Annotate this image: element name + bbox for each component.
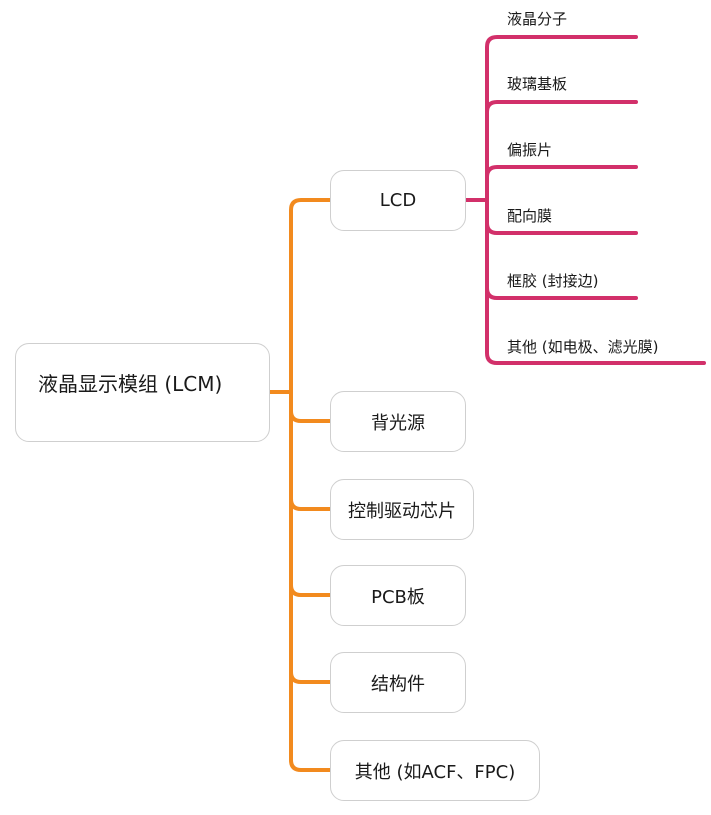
node-lcd[interactable]: LCD [330,170,466,231]
node-label: PCB板 [371,586,425,608]
node-backlight[interactable]: 背光源 [330,391,466,452]
connector-branch [289,390,332,684]
connector-leaf [485,35,638,202]
leaf-alignment-film[interactable]: 配向膜 [507,207,553,225]
node-pcb[interactable]: PCB板 [330,565,466,626]
leaf-glass-substrate[interactable]: 玻璃基板 [507,75,568,93]
node-structural-parts[interactable]: 结构件 [330,652,466,713]
node-label: 其他 (如ACF、FPC) [354,761,516,783]
node-label: LCD [379,190,417,211]
leaf-polarizer[interactable]: 偏振片 [507,141,553,159]
connector-branch [289,390,332,511]
leaf-sealant[interactable]: 框胶 (封接边) [507,272,599,290]
node-label: 背光源 [371,412,425,434]
connector-leaf [485,100,638,202]
node-label: 控制驱动芯片 [348,500,456,522]
node-driver-ic[interactable]: 控制驱动芯片 [330,479,474,540]
root-node-lcm[interactable]: 液晶显示模组 (LCM) [15,343,270,442]
connector-branch [289,198,332,394]
node-label: 结构件 [371,673,425,695]
leaf-others[interactable]: 其他 (如电极、滤光膜) [507,338,659,356]
connector-branch [289,390,332,772]
root-node-label: 液晶显示模组 (LCM) [38,372,223,396]
connector-leaf [485,165,638,202]
connector-leaf [485,198,706,365]
leaf-liquid-crystal[interactable]: 液晶分子 [507,10,568,28]
node-others[interactable]: 其他 (如ACF、FPC) [330,740,540,801]
connector-branch [289,390,332,423]
